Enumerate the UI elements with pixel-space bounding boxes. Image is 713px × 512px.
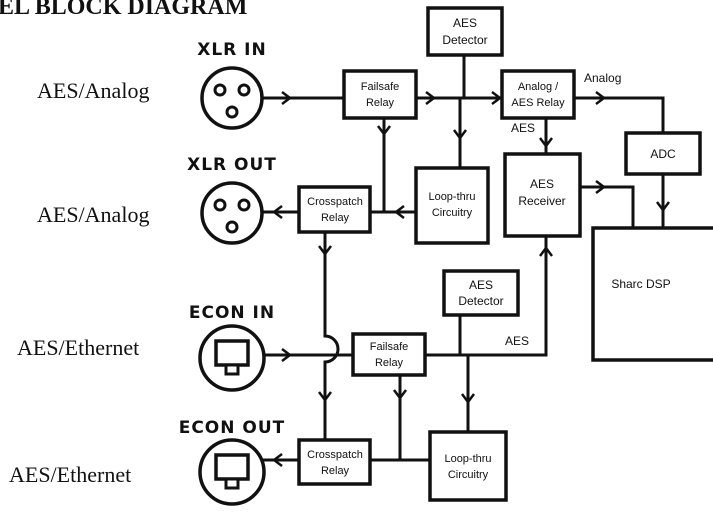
failsafe-relay-top-block: Failsafe Relay — [342, 69, 418, 120]
adc-block: ADC — [624, 131, 702, 176]
svg-text:ADC: ADC — [650, 147, 676, 161]
loop-thru-bottom-block: Loop-thru Circuitry — [428, 430, 508, 502]
rj45-connector-icon — [198, 438, 266, 506]
svg-text:Crosspatch: Crosspatch — [307, 196, 363, 208]
econ-in-label: AES/Ethernet — [17, 335, 139, 360]
svg-text:Loop-thru: Loop-thru — [428, 191, 475, 203]
svg-text:AES: AES — [530, 177, 554, 191]
svg-text:Failsafe: Failsafe — [370, 341, 409, 353]
svg-text:Sharc DSP: Sharc DSP — [611, 277, 670, 291]
loop-thru-top-block: Loop-thru Circuitry — [414, 166, 490, 245]
xlr-connector-icon — [200, 66, 264, 130]
svg-text:Circuitry: Circuitry — [448, 469, 489, 481]
svg-text:Circuitry: Circuitry — [432, 207, 473, 219]
svg-text:Relay: Relay — [321, 212, 350, 224]
svg-text:Loop-thru: Loop-thru — [444, 453, 491, 465]
svg-text:Relay: Relay — [321, 465, 350, 477]
econ-out-header: ECON OUT — [179, 418, 286, 438]
svg-text:Relay: Relay — [375, 357, 404, 369]
svg-text:Detector: Detector — [442, 33, 487, 47]
xlr-out-header: XLR OUT — [187, 155, 277, 175]
svg-text:AES: AES — [453, 16, 477, 30]
xlr-in-header: XLR IN — [197, 40, 267, 60]
crosspatch-relay-bottom-block: Crosspatch Relay — [297, 438, 372, 486]
svg-text:AES Relay: AES Relay — [511, 97, 565, 109]
analog-aes-relay-block: Analog / AES Relay — [500, 69, 576, 120]
signal-arrowheads — [271, 91, 670, 467]
svg-text:Failsafe: Failsafe — [361, 81, 400, 93]
svg-text:Detector: Detector — [458, 294, 503, 308]
svg-text:Relay: Relay — [366, 97, 395, 109]
econ-in-header: ECON IN — [189, 303, 275, 323]
sharc-dsp-block: Sharc DSP — [591, 226, 713, 362]
analog-signal-label: Analog — [584, 71, 621, 85]
aes-signal-label-bottom: AES — [505, 334, 529, 348]
aes-detector-bottom-block: AES Detector — [442, 269, 520, 317]
svg-text:Analog /: Analog / — [518, 81, 559, 93]
rj45-connector-icon — [198, 324, 266, 392]
aes-receiver-block: AES Receiver — [503, 152, 582, 238]
diagram-title: EL BLOCK DIAGRAM — [0, 0, 247, 20]
xlr-out-label: AES/Analog — [37, 202, 149, 227]
xlr-connector-icon — [200, 181, 264, 245]
svg-text:Receiver: Receiver — [518, 194, 565, 208]
econ-out-label: AES/Ethernet — [9, 462, 131, 487]
failsafe-relay-bottom-block: Failsafe Relay — [351, 332, 427, 377]
crosspatch-relay-top-block: Crosspatch Relay — [297, 185, 372, 234]
aes-signal-label-top: AES — [511, 121, 535, 135]
svg-text:Crosspatch: Crosspatch — [307, 449, 363, 461]
xlr-in-label: AES/Analog — [37, 78, 149, 103]
aes-detector-top-block: AES Detector — [426, 6, 504, 57]
signal-wires — [262, 55, 665, 462]
svg-text:AES: AES — [469, 278, 493, 292]
